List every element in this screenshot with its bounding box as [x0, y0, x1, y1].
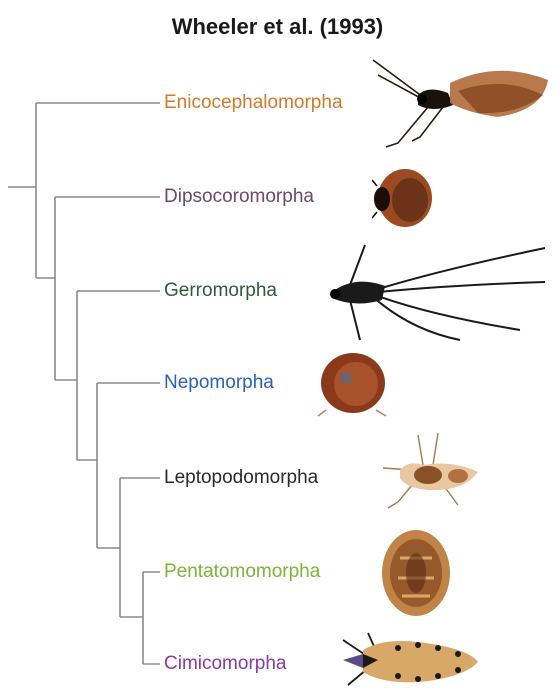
shield-bug-icon [380, 528, 452, 618]
taxon-label-nepomorpha: Nepomorpha [164, 371, 274, 395]
taxon-label-cimicomorpha: Cimicomorpha [164, 652, 286, 676]
assassin-bug-icon [338, 630, 480, 691]
oval-bug-icon [372, 166, 434, 230]
winged-bug-icon [368, 55, 553, 150]
shore-bug-icon [378, 430, 483, 520]
water-strider-icon [320, 240, 550, 345]
taxon-label-leptopodomorpha: Leptopodomorpha [164, 466, 318, 490]
taxon-label-gerromorpha: Gerromorpha [164, 279, 277, 303]
round-water-bug-icon [316, 348, 388, 418]
taxon-label-pentatomomorpha: Pentatomomorpha [164, 560, 320, 584]
taxon-label-enicocephalomorpha: Enicocephalomorpha [164, 91, 343, 115]
taxon-label-dipsocoromorpha: Dipsocoromorpha [164, 185, 314, 209]
